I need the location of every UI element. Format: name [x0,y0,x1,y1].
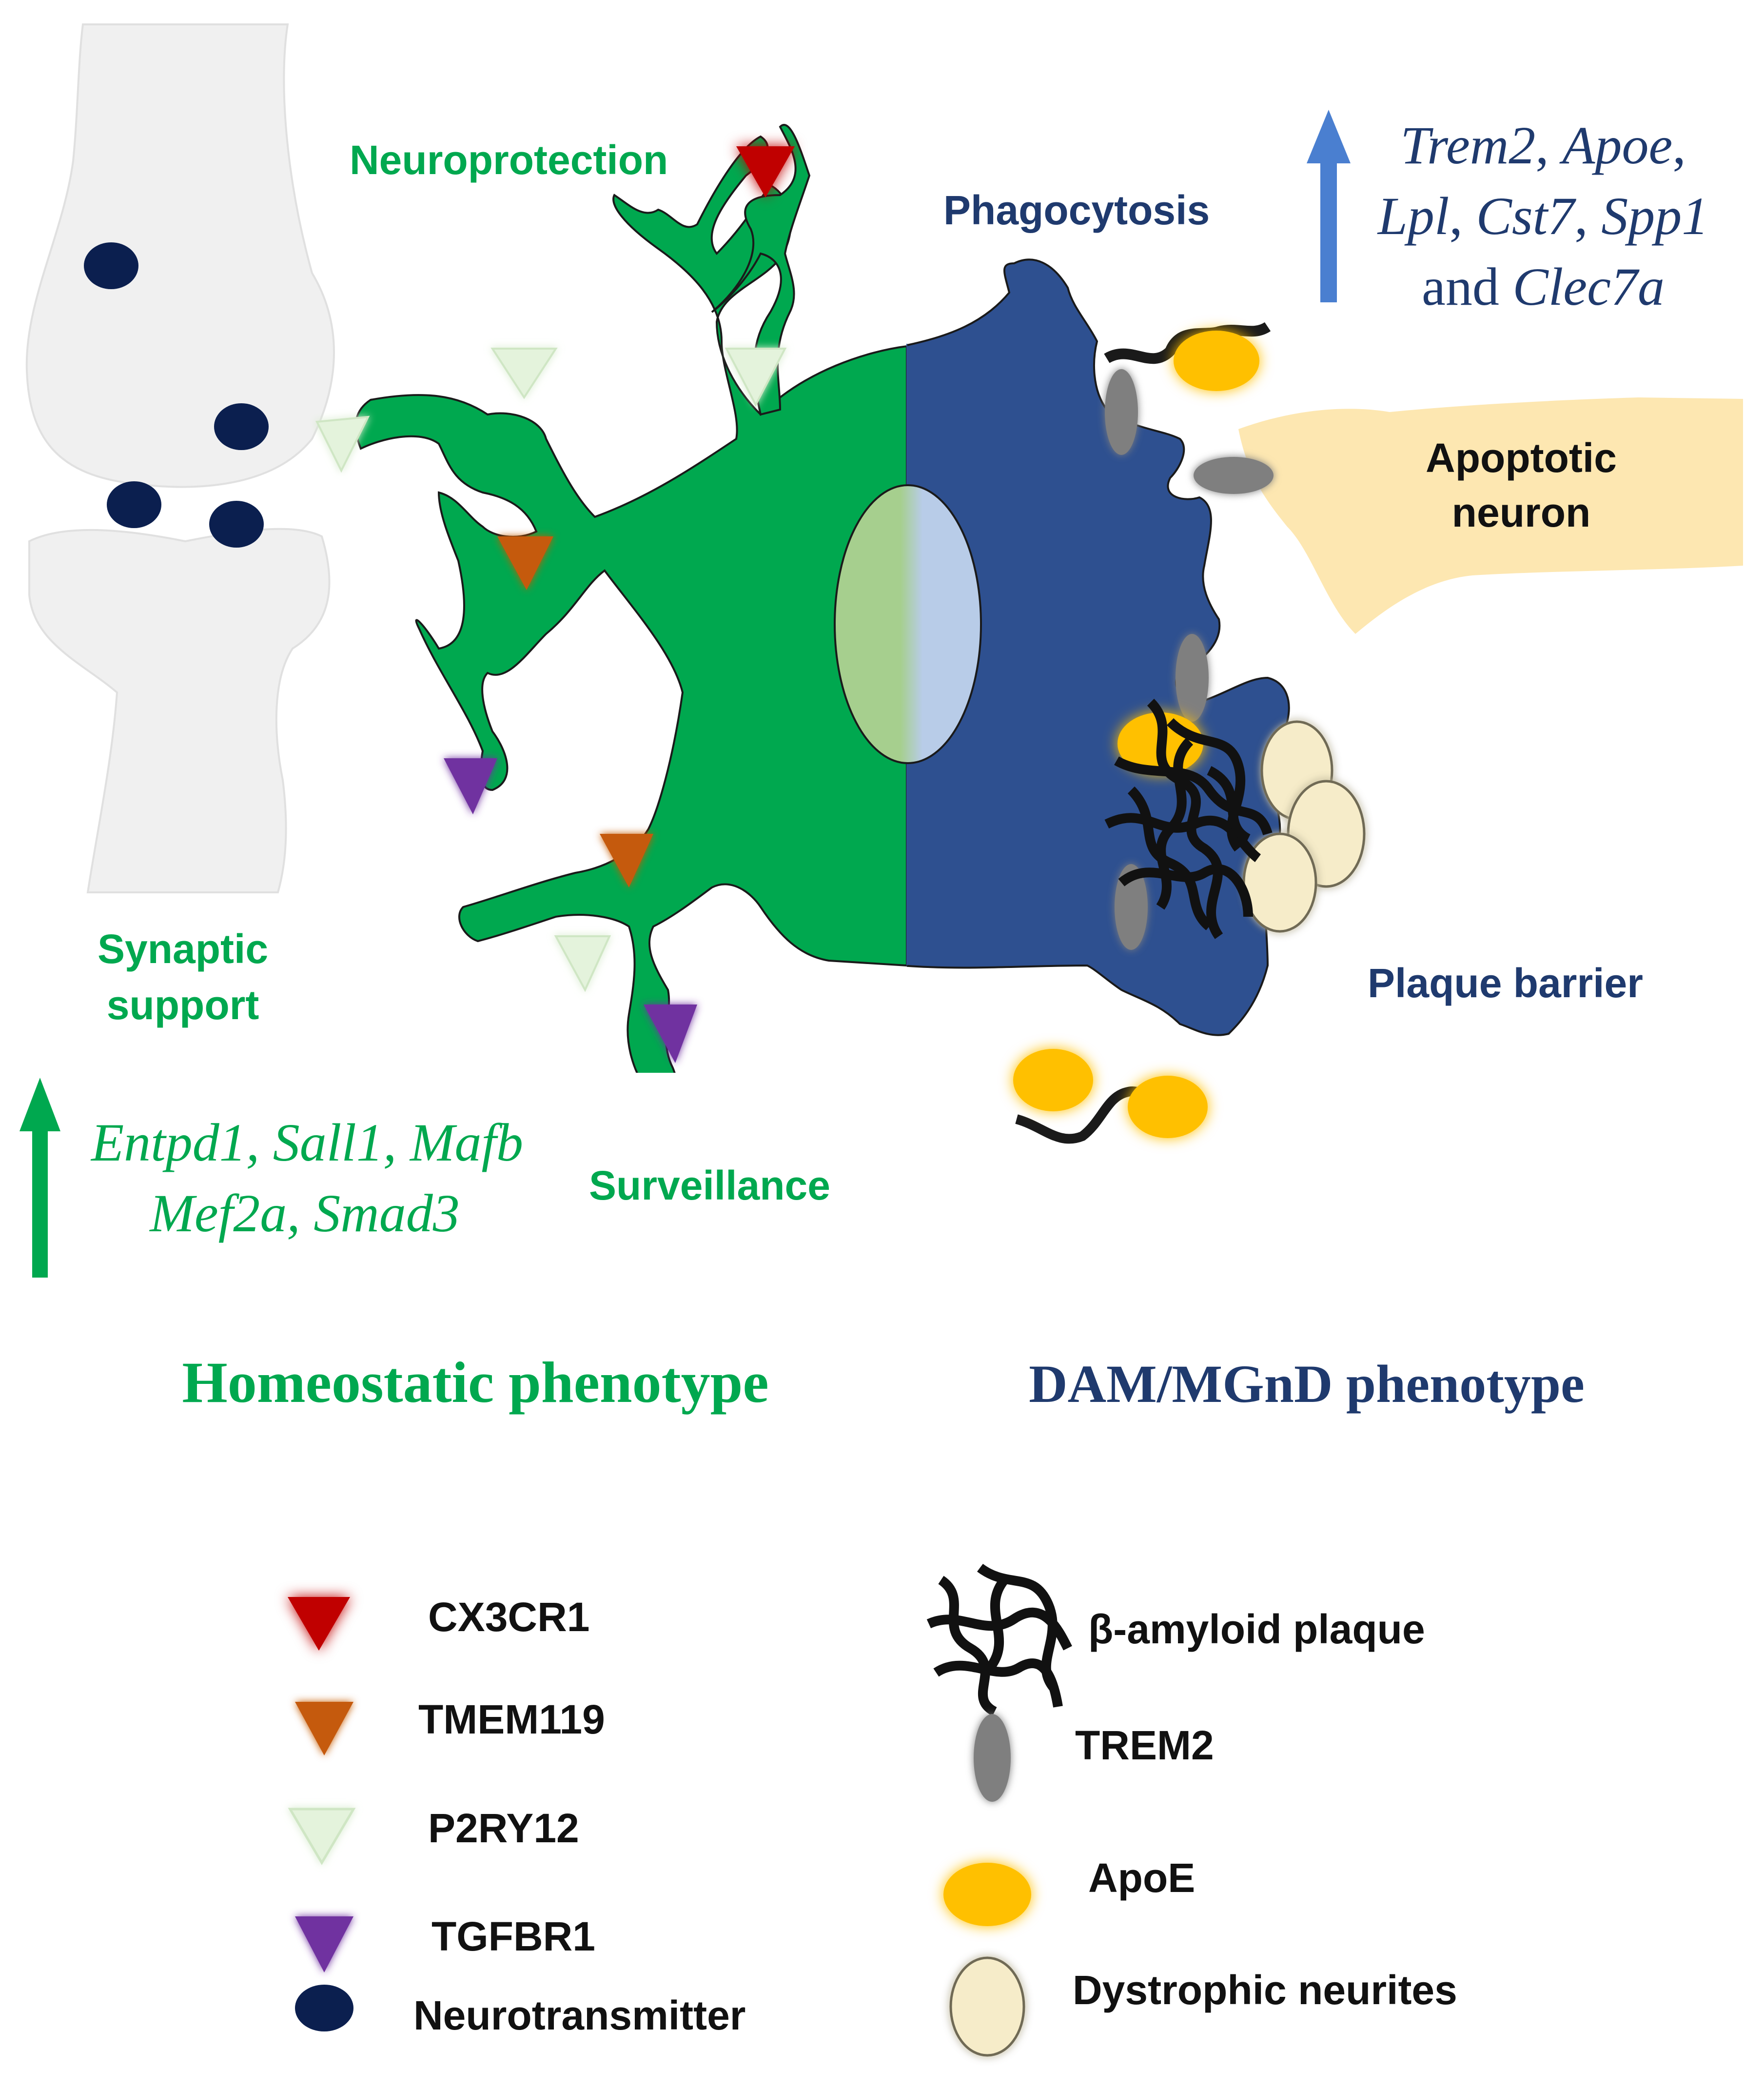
homeostatic-genes-line2: Mef2a, Smad3 [149,1183,459,1243]
postsynaptic-terminal [28,528,331,893]
legend-left: CX3CR1 TMEM119 P2RY12 TGFBR1 Neurotransm… [288,1594,745,2038]
trem2-receptor [1176,634,1209,722]
neuroprotection-process [711,124,811,416]
neuroprotection-label: Neuroprotection [350,137,668,183]
homeostatic-genes-line1: Entpd1, Sall1, Mafb [90,1113,523,1172]
apoe-legend-icon [943,1863,1031,1926]
dam-genes-line1: Trem2, Apoe, [1400,116,1686,175]
phagocytosis-label: Phagocytosis [943,187,1210,233]
apoptotic-neuron-label-line1: Apoptotic [1426,435,1617,481]
legend-label-apoe: ApoE [1088,1855,1195,1901]
p2ry12-receptor [315,415,370,473]
legend-label-neurotransmitter: Neurotransmitter [413,1992,745,2038]
legend-label-dystrophic-neurites: Dystrophic neurites [1073,1967,1457,2013]
dystrophic-neurite [1242,832,1317,933]
dam-molecules [1013,322,1366,1144]
legend-label-tmem119: TMEM119 [418,1696,605,1742]
apoe-particle [1128,1076,1208,1138]
receptor-markers [315,146,795,1063]
neurotransmitter-vesicle [84,242,138,289]
legend-label-cx3cr1: CX3CR1 [428,1594,589,1640]
legend-label-trem2: TREM2 [1075,1722,1214,1768]
trem2-receptor [1115,864,1148,950]
neurotransmitter-vesicle [209,501,264,548]
tmem119-receptor [497,536,553,590]
apoe-particle [1174,331,1259,391]
plaque-barrier-label: Plaque barrier [1368,960,1643,1006]
neurotransmitter-legend-icon [295,1985,353,2031]
legend-label-tgfbr1: TGFBR1 [431,1913,595,1959]
cx3cr1-receptor [736,146,795,197]
upregulation-arrow-dam [1307,110,1351,302]
homeostatic-phenotype-title: Homeostatic phenotype [182,1350,768,1415]
apoptotic-neuron [1238,397,1743,634]
dam-phenotype-title: DAM/MGnD phenotype [1029,1354,1585,1414]
homeostatic-gene-list: Entpd1, Sall1, Mafb Mef2a, Smad3 [90,1113,523,1243]
legend-label-beta-amyloid: β-amyloid plaque [1088,1606,1425,1652]
upregulation-arrow-homeostatic [20,1078,60,1278]
presynaptic-terminal [25,23,335,488]
tgfbr1-receptor [644,1005,697,1063]
apoptotic-neuron-label-line2: neuron [1452,490,1591,535]
synaptic-support-label-line2: support [107,982,259,1028]
dam-gene-list: Trem2, Apoe, Lpl, Cst7, Spp1 and Clec7a [1377,116,1709,316]
tmem119-receptor [600,834,653,887]
legend-right: β-amyloid plaque TREM2 ApoE Dystrophic n… [926,1563,1457,2057]
apoe-particle [1013,1049,1093,1111]
trem2-legend-icon [974,1714,1011,1802]
p2ry12-receptor [554,935,611,992]
beta-amyloid-plaque [1104,698,1273,939]
homeostatic-microglia-body [354,135,907,1073]
surveillance-label: Surveillance [589,1163,830,1208]
tmem119-legend-icon [295,1702,353,1755]
dam-genes-line3: and Clec7a [1422,257,1665,316]
dystrophic-neurites-legend-icon [949,1956,1025,2057]
tgfbr1-receptor [444,758,497,814]
neurotransmitter-vesicle [107,481,161,528]
microglia-cell [354,124,1290,1073]
tgfbr1-legend-icon [295,1916,353,1972]
neurotransmitter-vesicle [214,403,269,450]
amyloid-fibril [1104,322,1271,364]
synaptic-support-label-line1: Synaptic [98,926,268,972]
legend-label-p2ry12: P2RY12 [428,1805,579,1851]
trem2-receptor [1194,457,1274,494]
p2ry12-receptor [725,348,787,407]
trem2-receptor [1105,369,1138,455]
synapse [25,23,335,893]
cx3cr1-legend-icon [288,1597,350,1651]
microglia-nucleus [834,484,982,764]
dam-genes-line2: Lpl, Cst7, Spp1 [1377,186,1709,246]
p2ry12-legend-icon [288,1808,356,1865]
p2ry12-receptor [490,348,558,399]
plaque-legend-icon [926,1563,1072,1716]
